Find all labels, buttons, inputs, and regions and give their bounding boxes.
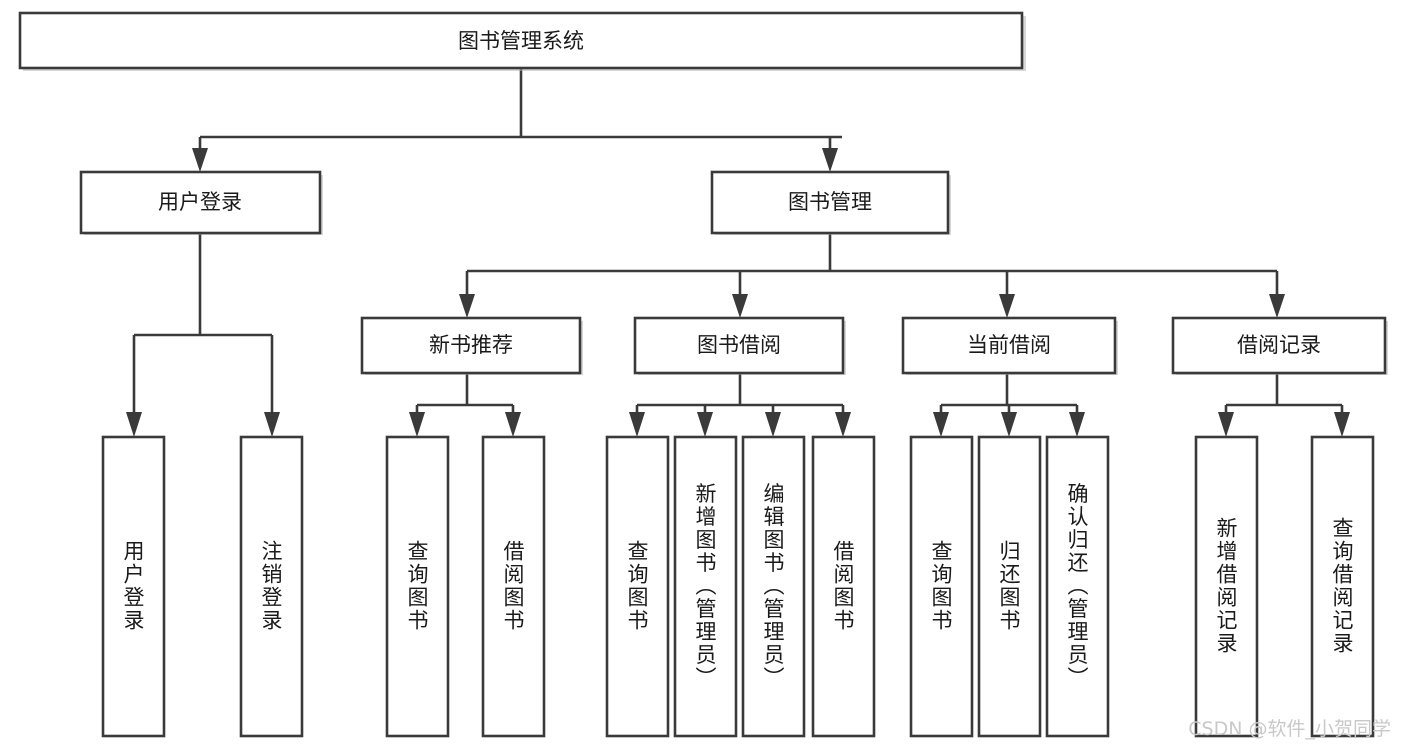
leaf-borrow-record-1[interactable]: 查询借阅记录 [1310,435,1375,738]
node-book-borrow-label: 图书借阅 [697,333,781,357]
node-book-borrow-rect[interactable] [633,316,845,375]
node-root-label: 图书管理系统 [458,29,584,53]
connector-group-root [192,68,842,172]
leaf-current-borrow-1[interactable]: 归还图书 [977,435,1042,738]
leaf-rect[interactable] [481,435,546,738]
arrow-head-leaf-br-0 [1218,412,1234,437]
arrow-head-leaf-cb-1 [1001,412,1017,437]
node-new-book-rec-label: 新书推荐 [429,333,513,357]
leaf-new-book-rec-0[interactable]: 查询图书 [385,435,450,738]
arrow-head-leaf-br-1 [1334,412,1350,437]
arrow-head-leaf-cb-2 [1069,412,1085,437]
leaf-user-login-1[interactable]: 注销登录 [239,435,304,738]
node-book-manage-label: 图书管理 [788,190,872,214]
arrow-head-book-manage [822,148,838,172]
node-current-borrow-rect[interactable] [901,316,1117,375]
leaf-label: 查询图书 [405,540,429,632]
node-user-login-rect[interactable] [79,170,322,235]
leaf-rect[interactable] [1310,435,1375,738]
node-borrow-record[interactable]: 借阅记录 [1171,316,1388,375]
leaf-rect[interactable] [1045,435,1110,738]
leaf-new-book-rec-1[interactable]: 借阅图书 [481,435,546,738]
connector-group-current-borrow [933,373,1085,437]
connector-group-book-manage [459,233,1285,318]
leaf-label: 借阅图书 [831,540,855,632]
leaf-book-borrow-2[interactable]: 编辑图书（管理员） [741,435,806,738]
leaf-label: 用户登录 [121,540,145,632]
node-book-manage-rect[interactable] [710,170,950,235]
leaf-book-borrow-1[interactable]: 新增图书（管理员） [673,435,738,738]
arrow-head-leaf-bb-0 [629,412,645,437]
node-book-manage[interactable]: 图书管理 [710,170,951,235]
leaf-rect[interactable] [977,435,1042,738]
leaf-borrow-record-0[interactable]: 新增借阅记录 [1194,435,1259,738]
leaf-label: 注销登录 [259,540,283,632]
node-current-borrow[interactable]: 当前借阅 [901,316,1118,375]
arrow-head-leaf-nbr-1 [505,412,521,437]
leaf-label: 新增图书（管理员） [693,483,717,690]
node-user-login[interactable]: 用户登录 [79,170,323,235]
arrow-head-borrow-record [1269,294,1285,318]
leaf-rect[interactable] [385,435,450,738]
leaf-rect[interactable] [1194,435,1259,738]
leaf-rect[interactable] [101,435,166,738]
arrow-head-leaf-user-login-0 [126,412,142,437]
node-borrow-record-rect[interactable] [1171,316,1387,375]
leaf-rect[interactable] [811,435,876,738]
leaf-rect[interactable] [741,435,806,738]
node-current-borrow-label: 当前借阅 [967,333,1051,357]
leaf-rect[interactable] [673,435,738,738]
leaf-rect[interactable] [909,435,974,738]
connector-group-new-book-rec [409,373,521,437]
connector-group-user-login [126,233,280,437]
node-user-login-label: 用户登录 [158,190,242,214]
arrow-head-new-book-rec [459,294,475,318]
leaf-current-borrow-0[interactable]: 查询图书 [909,435,974,738]
leaf-label: 归还图书 [997,540,1021,632]
arrow-head-current-borrow [999,294,1015,318]
leaf-label: 新增借阅记录 [1214,517,1238,655]
node-root-rect[interactable] [18,11,1024,70]
leaf-label: 借阅图书 [501,540,525,632]
connector-group-book-borrow [629,373,851,437]
leaf-label: 编辑图书（管理员） [761,483,785,690]
leaf-label: 查询图书 [625,540,649,632]
arrow-head-book-borrow [732,294,748,318]
node-new-book-rec[interactable]: 新书推荐 [360,316,583,375]
node-root[interactable]: 图书管理系统 [18,11,1026,71]
connector-group-borrow-record [1218,373,1350,437]
arrow-head-leaf-user-login-1 [264,412,280,437]
arrow-head-leaf-bb-1 [697,412,713,437]
node-new-book-rec-rect[interactable] [360,316,582,375]
leaf-book-borrow-3[interactable]: 借阅图书 [811,435,876,738]
arrow-head-leaf-bb-2 [765,412,781,437]
node-book-borrow[interactable]: 图书借阅 [633,316,846,375]
leaf-label: 确认归还（管理员） [1065,483,1089,690]
leaf-user-login-0[interactable]: 用户登录 [101,435,166,738]
leaf-label: 查询图书 [929,540,953,632]
arrow-head-leaf-bb-3 [835,412,851,437]
leaf-label: 查询借阅记录 [1330,517,1354,655]
leaf-rect[interactable] [605,435,670,738]
arrow-head-user-login [192,148,208,172]
arrow-head-leaf-cb-0 [933,412,949,437]
leaf-current-borrow-2[interactable]: 确认归还（管理员） [1045,435,1110,738]
node-borrow-record-label: 借阅记录 [1237,333,1321,357]
leaf-rect[interactable] [239,435,304,738]
arrow-head-leaf-nbr-0 [409,412,425,437]
leaf-book-borrow-0[interactable]: 查询图书 [605,435,670,738]
